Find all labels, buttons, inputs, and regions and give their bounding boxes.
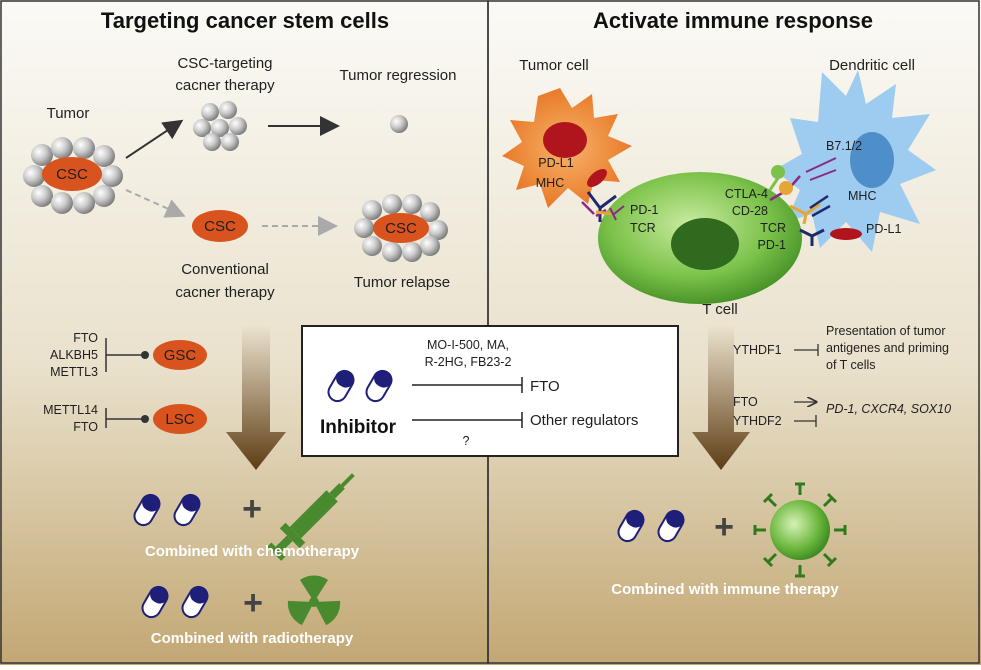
gsc-ellipse	[153, 340, 207, 370]
lsc-connector-dot	[141, 415, 149, 423]
tumor-relapse-label: Tumor relapse	[354, 274, 450, 291]
plus-chemo: +	[242, 490, 262, 528]
right-panel-title: Activate immune response	[593, 8, 873, 33]
mhc-left-label: MHC	[536, 176, 564, 190]
plus-immune: +	[714, 508, 734, 546]
t-cell-label: T cell	[702, 301, 738, 318]
arrow-to-conventional	[125, 189, 186, 218]
presentation-line3: of T cells	[826, 358, 876, 372]
pd1-right-label: PD-1	[758, 238, 787, 252]
right-down-arrow	[692, 326, 750, 470]
tumor-csc-label: CSC	[56, 166, 88, 183]
ythdf1-label: YTHDF1	[733, 343, 782, 357]
cd28-label: CD-28	[732, 204, 768, 218]
lsc-reg-1: FTO	[73, 420, 98, 434]
inhibitor-box	[301, 325, 679, 457]
combo-chemo-label: Combined with chemotherapy	[145, 543, 360, 560]
dendritic-nucleus	[850, 132, 894, 188]
tumor-label: Tumor	[47, 105, 90, 122]
lsc-label: LSC	[165, 411, 194, 428]
pdl1-left-label: PD-L1	[538, 156, 573, 170]
gsc-reg-1: ALKBH5	[50, 348, 98, 362]
csc-ellipse	[42, 157, 102, 191]
target-fto: FTO	[530, 378, 560, 395]
pdl1-right-label: PD-L1	[866, 222, 901, 236]
small-cluster	[193, 101, 247, 151]
gsc-connector-dot	[141, 351, 149, 359]
right-receptors	[768, 157, 862, 246]
mhc-right-label: MHC	[848, 189, 876, 203]
pill-icon-2	[141, 585, 209, 619]
ctla4-label: CTLA-4	[725, 187, 768, 201]
csc-alone	[192, 210, 248, 242]
relapse-cluster	[354, 194, 448, 262]
gsc-reg-2: METTL3	[50, 365, 98, 379]
relapse-csc-label: CSC	[385, 220, 417, 237]
tumor-cell-label: Tumor cell	[519, 57, 588, 74]
syringe-icon	[267, 473, 355, 561]
left-receptors	[581, 169, 625, 222]
b71-2-label: B7.1/2	[826, 139, 862, 153]
target-other: Other regulators	[530, 412, 638, 429]
tumor-cluster	[23, 137, 123, 214]
conventional-line2: cacner therapy	[175, 284, 275, 301]
tumor-regression-label: Tumor regression	[340, 67, 457, 84]
targets-label: PD-1, CXCR4, SOX10	[826, 402, 951, 416]
plus-radio: +	[243, 584, 263, 622]
inhibitors-line1: MO-I-500, MA,	[427, 338, 509, 352]
inhibitor-label: Inhibitor	[320, 417, 397, 438]
inhibitors-line2: R-2HG, FB23-2	[425, 355, 512, 369]
conventional-line1: Conventional	[181, 261, 269, 278]
lsc-ellipse	[153, 404, 207, 434]
tumor-nucleus	[543, 122, 587, 158]
dendritic-cell-label: Dendritic cell	[829, 57, 915, 74]
gsc-label: GSC	[164, 347, 197, 364]
ythdf2-label: YTHDF2	[733, 414, 782, 428]
immune-pill-icon	[617, 509, 685, 543]
presentation-line2: antigenes and priming	[826, 341, 949, 355]
inhibitor-pill-icon	[327, 369, 393, 403]
radiation-icon	[287, 575, 341, 626]
fto-right-label: FTO	[733, 395, 758, 409]
combo-radio-label: Combined with radiotherapy	[151, 630, 354, 647]
tcr-right-label: TCR	[760, 221, 786, 235]
csc-alone-label: CSC	[204, 218, 236, 235]
gsc-reg-0: FTO	[73, 331, 98, 345]
pd1-left-label: PD-1	[630, 203, 659, 217]
csc-therapy-line2: cacner therapy	[175, 77, 275, 94]
immune-cell-icon	[753, 482, 847, 578]
pill-icon	[133, 493, 201, 527]
tcr-left-label: TCR	[630, 221, 656, 235]
left-panel-title: Targeting cancer stem cells	[101, 8, 389, 33]
csc-therapy-line1: CSC-targeting	[177, 55, 272, 72]
lsc-reg-0: METTL14	[43, 403, 98, 417]
presentation-line1: Presentation of tumor	[826, 324, 946, 338]
single-cell	[390, 115, 408, 133]
immune-cell-body	[770, 500, 830, 560]
combo-immune-label: Combined with immune therapy	[611, 581, 839, 598]
arrow-to-csc-therapy	[125, 119, 184, 159]
t-cell-nucleus	[671, 218, 739, 270]
left-down-arrow	[226, 326, 286, 470]
unknown-mark: ?	[463, 434, 470, 448]
